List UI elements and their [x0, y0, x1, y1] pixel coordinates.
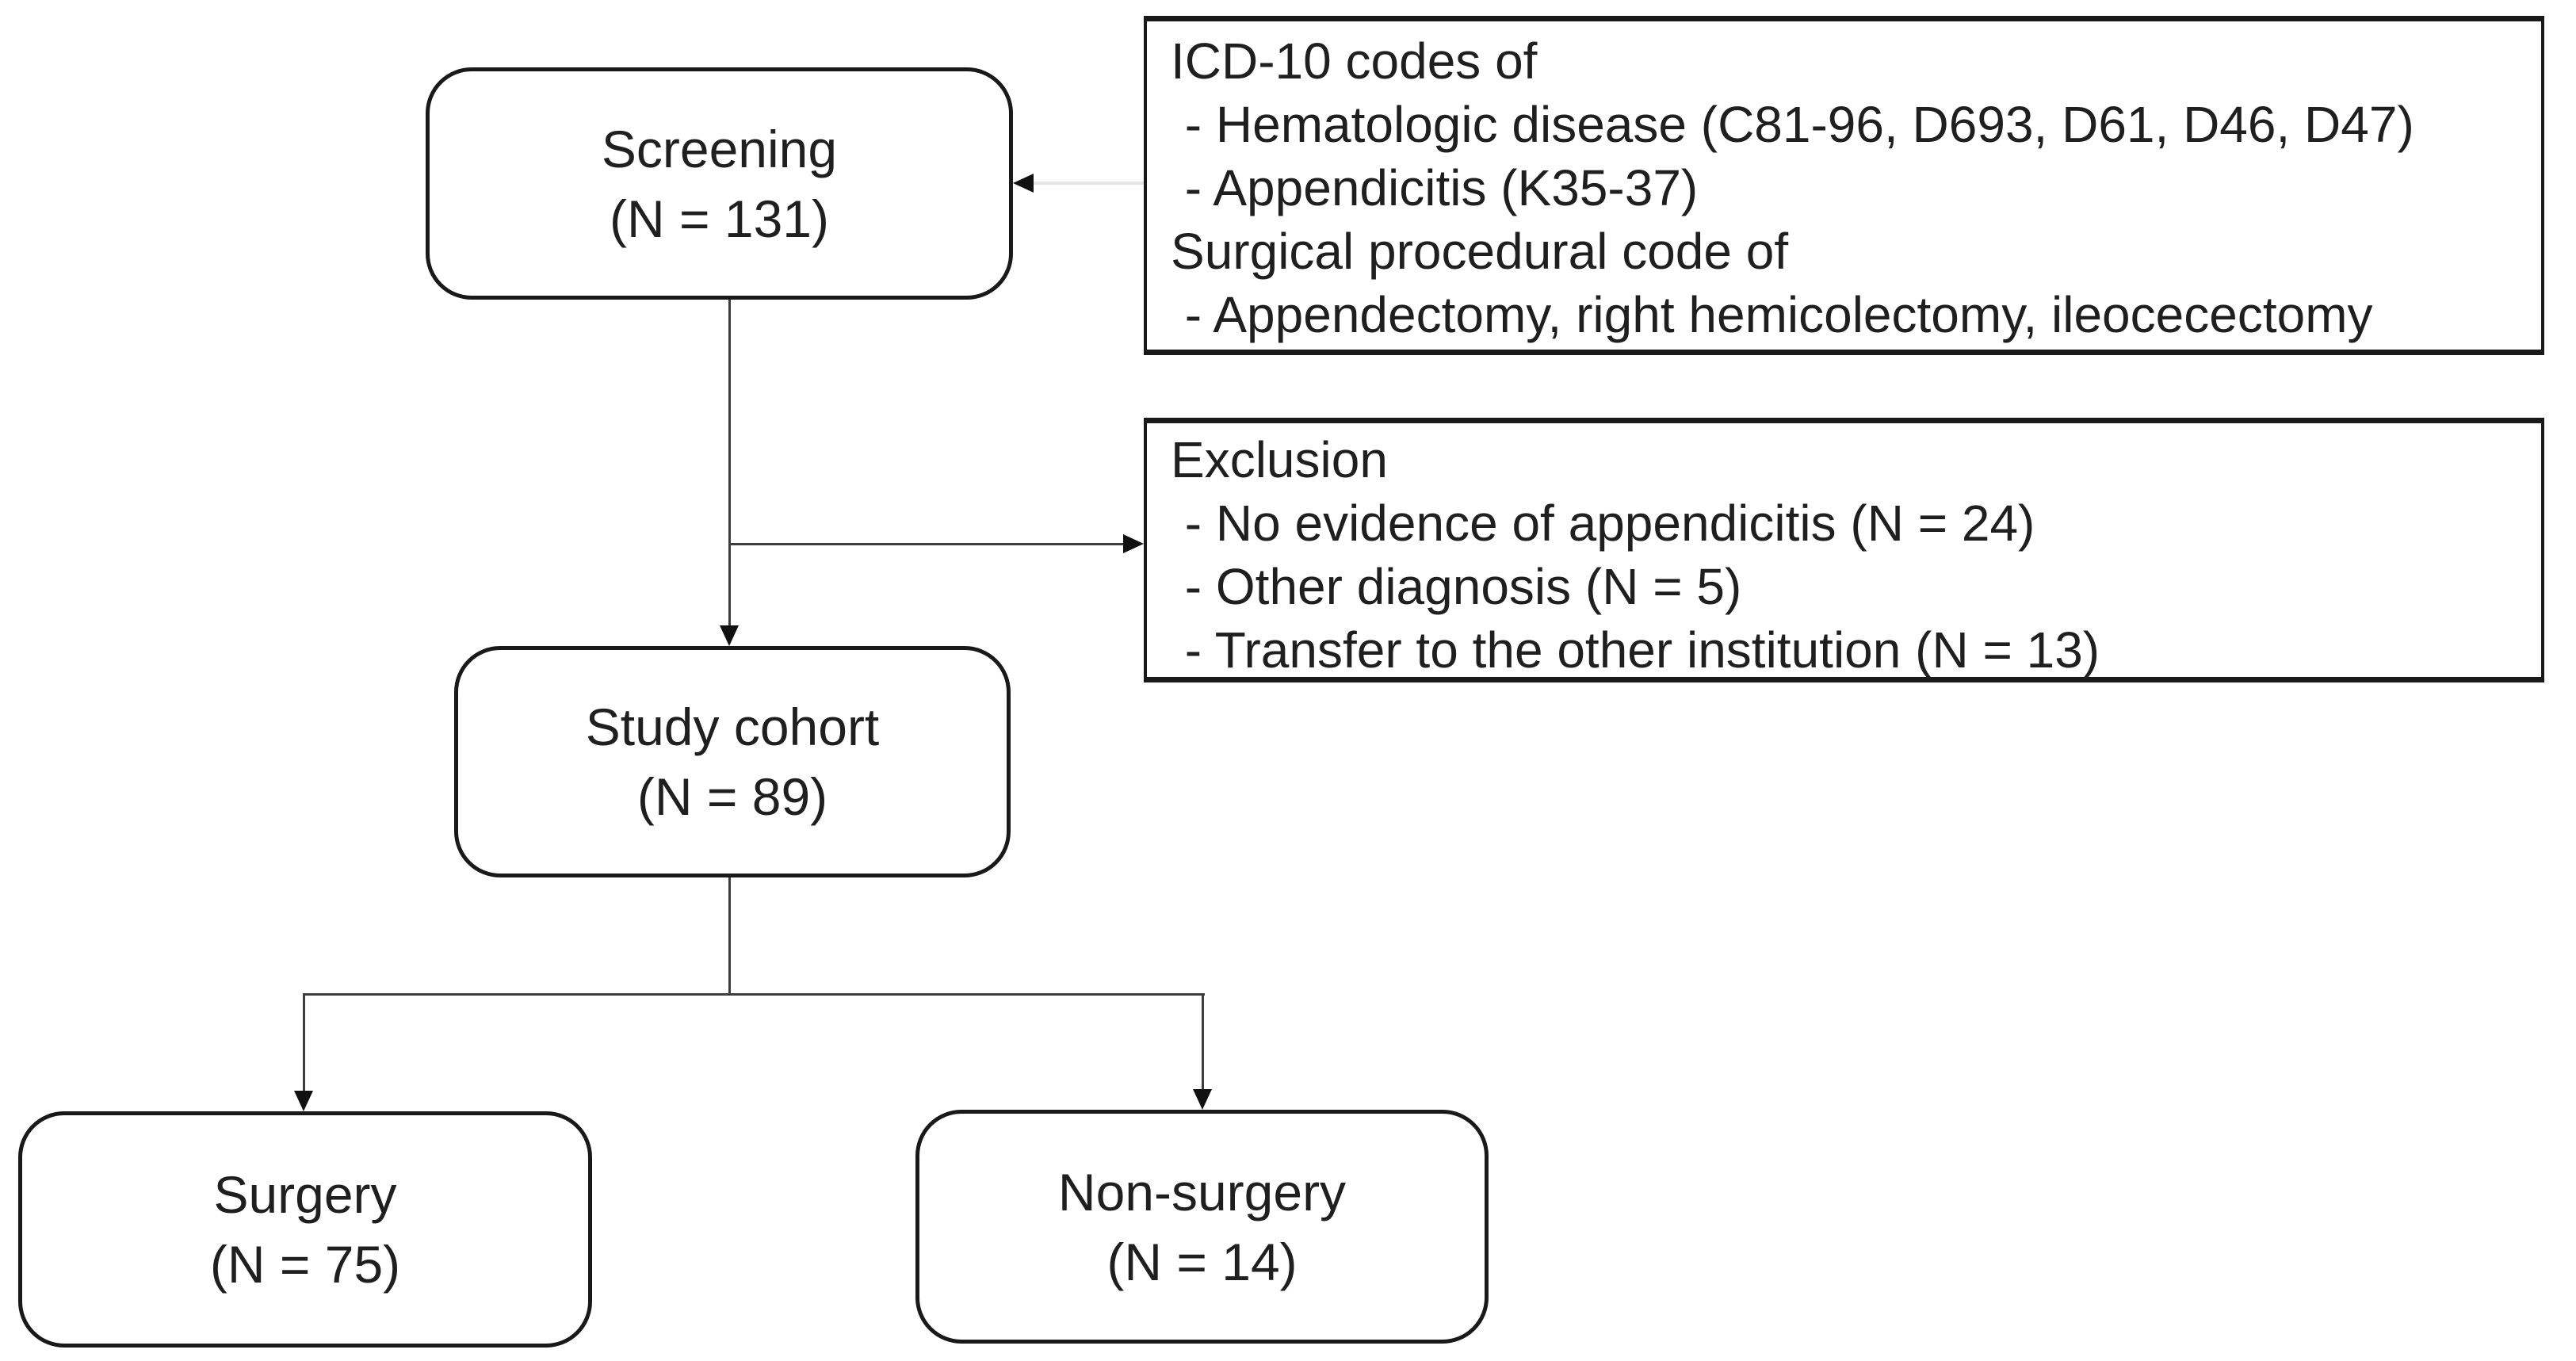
- exclusion-line: - No evidence of appendicitis (N = 24): [1171, 495, 2035, 552]
- node-study-cohort: Study cohort (N = 89): [454, 646, 1011, 877]
- inclusion-line: Surgical procedural code of: [1171, 223, 1789, 280]
- node-study-cohort-count: (N = 89): [636, 767, 828, 826]
- inclusion-line: ICD-10 codes of: [1171, 32, 1538, 90]
- inclusion-line: - Appendectomy, right hemicolectomy, ile…: [1171, 286, 2373, 343]
- connector-split-horizontal: [303, 993, 1205, 996]
- arrowhead-down-icon: [720, 625, 739, 646]
- node-surgery: Surgery (N = 75): [18, 1111, 592, 1348]
- inclusion-line: - Appendicitis (K35-37): [1171, 159, 1699, 216]
- exclusion-criteria-box: Exclusion - No evidence of appendicitis …: [1144, 418, 2544, 682]
- node-non-surgery-label: Non-surgery: [1057, 1162, 1347, 1221]
- exclusion-line: Exclusion: [1171, 431, 1388, 488]
- connector-inclusion-to-screening: [1034, 182, 1144, 185]
- node-study-cohort-label: Study cohort: [585, 698, 880, 756]
- connector-split-to-surgery: [303, 993, 305, 1092]
- exclusion-line: - Transfer to the other institution (N =…: [1171, 621, 2100, 679]
- node-surgery-label: Surgery: [213, 1165, 397, 1224]
- arrowhead-down-icon: [294, 1091, 313, 1111]
- inclusion-criteria-box: ICD-10 codes of - Hematologic disease (C…: [1144, 16, 2544, 355]
- arrowhead-down-icon: [1193, 1089, 1212, 1110]
- connector-screening-to-study: [728, 300, 731, 626]
- arrowhead-right-icon: [1123, 534, 1144, 553]
- connector-split-to-non-surgery: [1202, 993, 1204, 1091]
- exclusion-line: - Other diagnosis (N = 5): [1171, 558, 1742, 615]
- node-screening: Screening (N = 131): [426, 67, 1013, 300]
- connector-study-to-split: [728, 877, 731, 995]
- arrowhead-left-icon: [1013, 174, 1034, 193]
- node-screening-label: Screening: [601, 119, 838, 178]
- node-non-surgery: Non-surgery (N = 14): [915, 1110, 1489, 1344]
- connector-to-exclusion: [729, 543, 1123, 545]
- node-surgery-count: (N = 75): [209, 1235, 401, 1294]
- node-screening-count: (N = 131): [610, 189, 829, 248]
- node-non-surgery-count: (N = 14): [1106, 1232, 1298, 1291]
- inclusion-line: - Hematologic disease (C81-96, D693, D61…: [1171, 96, 2414, 153]
